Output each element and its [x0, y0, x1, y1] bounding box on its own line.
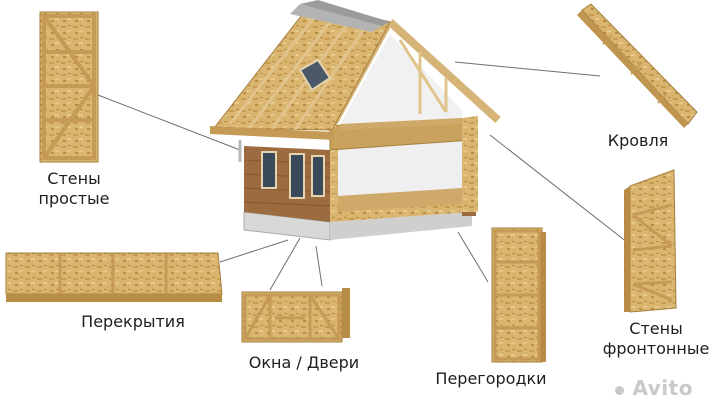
window-door-panel [241, 288, 350, 343]
floor-panel [5, 252, 223, 302]
label-windows-doors: Окна / Двери [248, 353, 360, 372]
simple-wall-panel [39, 11, 99, 163]
leader-lines [97, 61, 633, 291]
label-simple-walls: Стены простые [34, 169, 114, 209]
avito-logo-icon [615, 386, 624, 395]
watermark-text: Avito [632, 376, 693, 400]
house-illustration [210, 0, 501, 241]
partition-panel [491, 227, 546, 363]
label-floors: Перекрытия [81, 312, 185, 331]
label-simple-walls-line2: простые [38, 189, 110, 208]
avito-watermark: Avito [614, 376, 693, 400]
gable-wall-panel [624, 169, 677, 313]
label-partitions: Перегородки [435, 369, 547, 388]
label-gable-walls: Стены фронтонные [596, 319, 716, 359]
label-gable-walls-line2: фронтонные [602, 339, 710, 358]
label-simple-walls-line1: Стены [47, 169, 101, 188]
label-roof: Кровля [607, 131, 669, 150]
label-gable-walls-line1: Стены [629, 319, 683, 338]
roof-panel [577, 3, 698, 128]
